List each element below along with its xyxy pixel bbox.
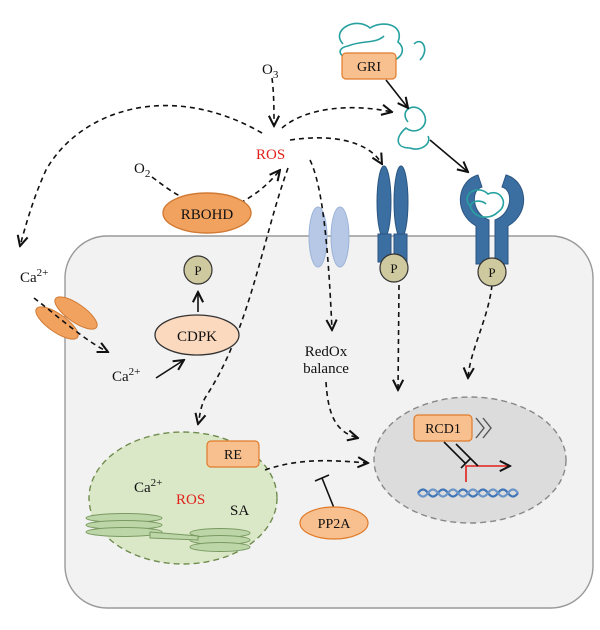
re-box[interactable] bbox=[206, 440, 260, 468]
channel-icon bbox=[308, 206, 350, 268]
arrow-ca-inside-to-cdpk bbox=[155, 360, 184, 379]
arrow-ca-through-channel bbox=[33, 297, 108, 352]
rcd1-chevron-icon bbox=[475, 417, 492, 439]
pp2a-node[interactable] bbox=[299, 506, 369, 540]
arrow-rbohd-to-ros bbox=[239, 170, 280, 204]
cdpk-label: CDPK bbox=[177, 329, 217, 345]
o3-label: O3 bbox=[262, 62, 279, 81]
pp2a-label: PP2A bbox=[318, 517, 352, 532]
arrow-gri-to-peptide bbox=[385, 79, 408, 108]
sa-label: SA bbox=[230, 503, 249, 519]
arrow-ros-to-re bbox=[198, 167, 289, 424]
cdpk-node[interactable] bbox=[154, 314, 240, 356]
dna-helix-icon bbox=[417, 488, 519, 498]
rcd1-box[interactable] bbox=[413, 414, 473, 442]
arrow-ros-to-peptide bbox=[281, 108, 392, 129]
ca-outside-label: Ca2+ bbox=[20, 267, 48, 286]
rcd1-label: RCD1 bbox=[425, 422, 461, 437]
gri-label: GRI bbox=[357, 60, 381, 75]
inhibition-pp2a bbox=[314, 474, 335, 509]
gri-box[interactable] bbox=[341, 52, 397, 80]
rbohd-node[interactable] bbox=[162, 192, 252, 234]
phospho-rbohd-label: P bbox=[194, 263, 201, 278]
phospho-peptide-receptor bbox=[477, 257, 507, 287]
arrow-peptide-receptor-to-nucleus bbox=[468, 284, 493, 378]
phospho-receptor-label: P bbox=[390, 261, 397, 276]
phospho-receptor bbox=[379, 253, 409, 283]
arrow-o2-to-rbohd bbox=[151, 176, 181, 197]
arrow-o3-to-ros bbox=[272, 77, 274, 126]
arrow-redox-to-nucleus bbox=[325, 381, 358, 438]
ca-chloroplast-label: Ca2+ bbox=[134, 477, 162, 496]
re-label: RE bbox=[224, 448, 242, 463]
phospho-peptide-receptor-label: P bbox=[488, 265, 495, 280]
ros-top-label: ROS bbox=[256, 147, 285, 163]
arrow-chloroplast-to-nucleus bbox=[264, 461, 368, 471]
calcium-channel-icon bbox=[35, 296, 98, 340]
arrow-ros-to-redox bbox=[309, 159, 332, 330]
redox-label-line1: RedOx bbox=[305, 344, 348, 360]
rbohd-label: RBOHD bbox=[181, 207, 234, 223]
redox-label-line2: balance bbox=[303, 361, 349, 377]
o2-label: O2 bbox=[134, 161, 150, 180]
promoter-arrow-icon bbox=[465, 466, 510, 482]
inhibition-rcd1 bbox=[443, 441, 479, 469]
thylakoid-icon bbox=[85, 513, 251, 552]
arrow-peptide-to-receptor bbox=[429, 139, 468, 172]
arrow-ros-to-receptor bbox=[289, 137, 382, 164]
ros-chloroplast-label: ROS bbox=[176, 492, 205, 508]
phospho-rbohd bbox=[183, 255, 213, 285]
arrow-ros-to-ca-outside bbox=[20, 104, 263, 246]
ca-inside-label: Ca2+ bbox=[112, 366, 140, 385]
